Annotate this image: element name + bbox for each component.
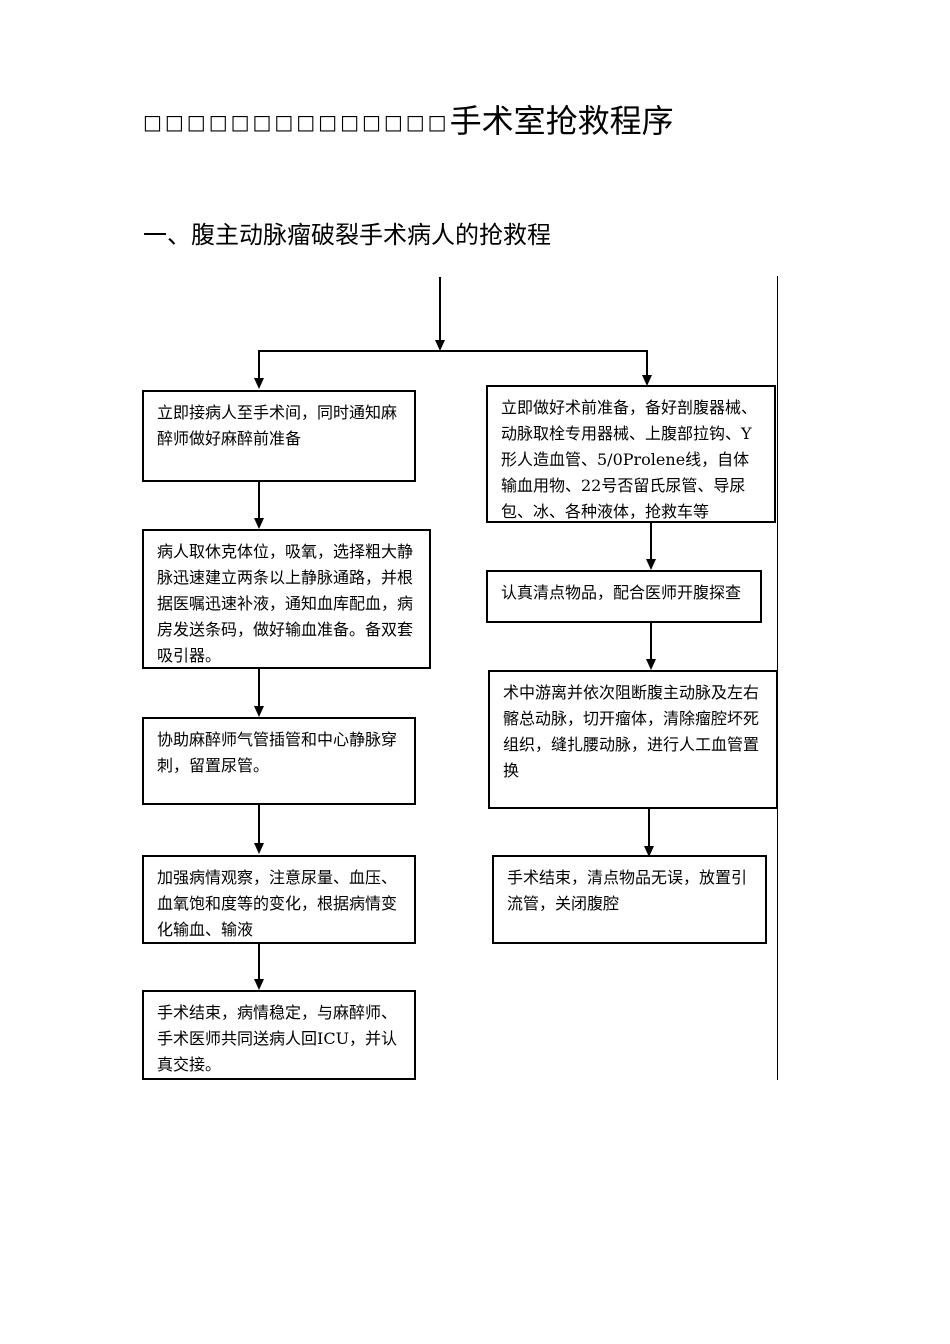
left-step-3: 协助麻醉师气管插管和中心静脉穿刺，留置尿管。	[142, 717, 416, 805]
right-step-1: 立即做好术前准备，备好剖腹器械、动脉取栓专用器械、上腹部拉钩、Y形人造血管、5/…	[486, 385, 776, 523]
section-heading: 一、腹主动脉瘤破裂手术病人的抢救程	[143, 221, 551, 249]
right-connector-3	[648, 809, 650, 847]
left-step-4: 加强病情观察，注意尿量、血压、血氧饱和度等的变化，根据病情变化输血、输液	[142, 855, 416, 944]
right-arrow-2	[646, 659, 656, 670]
right-connector-2	[650, 623, 652, 660]
branch-right-arrow	[642, 375, 652, 386]
page-title: 手术室抢救程序	[449, 102, 674, 140]
left-connector-1	[258, 482, 260, 519]
left-connector-4	[258, 944, 260, 980]
top-connector-line	[439, 277, 441, 341]
left-step-5: 手术结束，病情稳定，与麻醉师、手术医师共同送病人回ICU，并认真交接。	[142, 990, 416, 1080]
right-arrow-3	[644, 846, 654, 857]
branch-right-line	[646, 350, 648, 376]
right-arrow-1	[646, 559, 656, 570]
branch-left-line	[258, 350, 260, 379]
branch-left-arrow	[254, 378, 264, 389]
branch-line	[258, 350, 648, 352]
right-connector-1	[650, 523, 652, 560]
left-arrow-4	[254, 979, 264, 990]
title-row: □□□□□□□□□□□□□□手术室抢救程序	[143, 96, 674, 142]
top-connector-arrow	[435, 340, 445, 351]
left-arrow-3	[254, 843, 264, 854]
right-step-3: 术中游离并依次阻断腹主动脉及左右髂总动脉，切开瘤体，清除瘤腔坏死组织，缝扎腰动脉…	[488, 670, 778, 809]
left-connector-2	[258, 669, 260, 707]
left-arrow-2	[254, 706, 264, 717]
left-connector-3	[258, 805, 260, 844]
left-step-2: 病人取休克体位，吸氧，选择粗大静脉迅速建立两条以上静脉通路，并根据医嘱迅速补液，…	[142, 529, 431, 669]
placeholder-glyphs: □□□□□□□□□□□□□□	[143, 110, 450, 134]
right-step-2: 认真清点物品，配合医师开腹探查	[486, 570, 762, 623]
left-step-1: 立即接病人至手术间，同时通知麻醉师做好麻醉前准备	[142, 390, 416, 482]
left-arrow-1	[254, 518, 264, 529]
right-step-4: 手术结束，清点物品无误，放置引流管，关闭腹腔	[492, 855, 767, 944]
